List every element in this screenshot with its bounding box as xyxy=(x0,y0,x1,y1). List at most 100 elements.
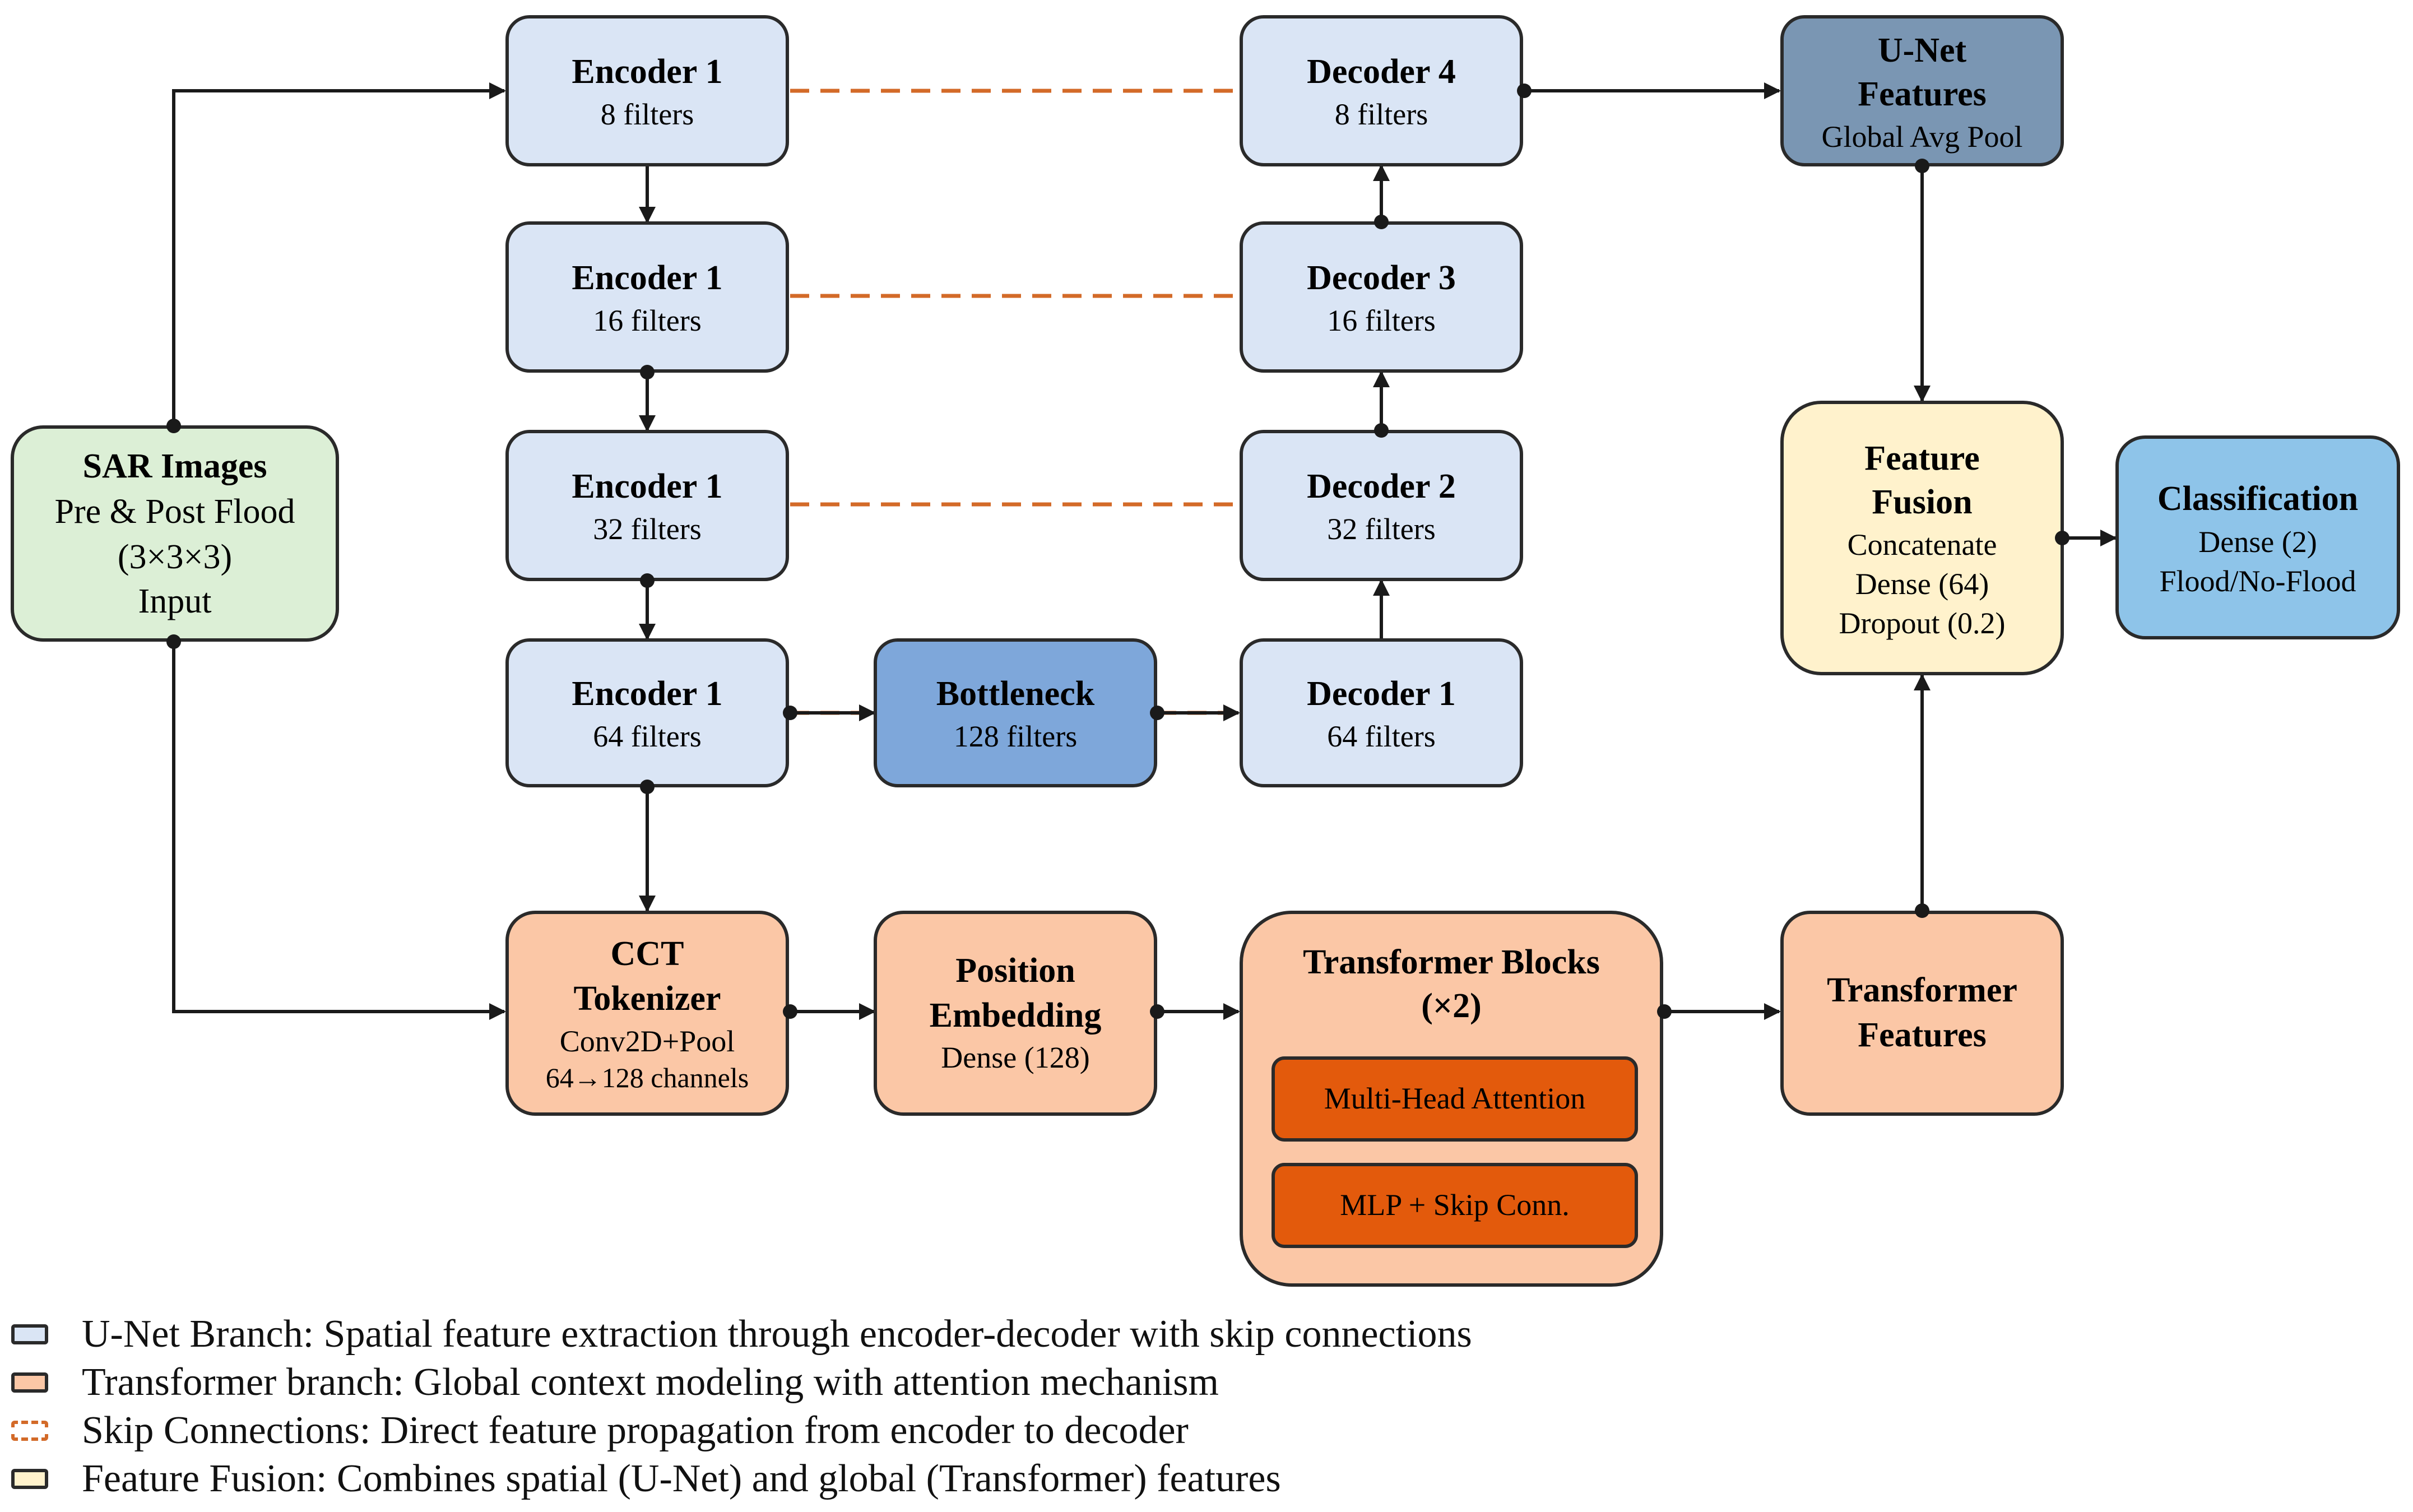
dot-fusion-right xyxy=(2055,531,2069,545)
cct-title-1: CCT xyxy=(611,935,684,973)
connectors xyxy=(172,82,2117,1020)
node-feature-fusion: Feature Fusion Concatenate Dense (64) Dr… xyxy=(1780,401,2064,675)
dot-dec2-top xyxy=(1374,423,1389,438)
bottleneck-sub: 128 filters xyxy=(954,720,1077,753)
classification-line-1: Dense (2) xyxy=(2198,525,2317,559)
fusion-title-2: Fusion xyxy=(1872,483,1972,521)
sar-title: SAR Images xyxy=(83,447,267,485)
node-decoder-1: Decoder 1 64 filters xyxy=(1240,638,1523,787)
cct-line-1: Conv2D+Pool xyxy=(560,1024,735,1058)
mlp-skip-block: MLP + Skip Conn. xyxy=(1272,1163,1638,1248)
encoder-1-sub: 8 filters xyxy=(601,98,694,131)
node-bottleneck: Bottleneck 128 filters xyxy=(874,638,1157,787)
position-sub: Dense (128) xyxy=(941,1041,1089,1074)
transformer-blocks-title-1: Transformer Blocks xyxy=(1303,943,1600,981)
dot-enc4-bottom xyxy=(640,780,655,794)
decoder-2-title: Decoder 2 xyxy=(1307,467,1456,505)
arrow-sar-to-cct xyxy=(172,642,506,1020)
node-transformer-blocks: Transformer Blocks (×2) Multi-Head Atten… xyxy=(1240,911,1663,1287)
unet-features-sub: Global Avg Pool xyxy=(1821,120,2022,154)
node-decoder-2: Decoder 2 32 filters xyxy=(1240,430,1523,581)
node-decoder-4: Decoder 4 8 filters xyxy=(1240,15,1523,166)
unet-features-title-2: Features xyxy=(1858,75,1987,113)
dot-unet-features-bottom xyxy=(1915,159,1929,173)
classification-title: Classification xyxy=(2157,480,2358,518)
node-unet-features: U-Net Features Global Avg Pool xyxy=(1780,15,2064,166)
node-position-embedding: Position Embedding Dense (128) xyxy=(874,911,1157,1116)
node-transformer-features: Transformer Features xyxy=(1780,911,2064,1116)
decoder-3-title: Decoder 3 xyxy=(1307,259,1456,297)
legend-item-transformer: Transformer branch: Global context model… xyxy=(11,1358,1472,1407)
sar-line-3: Input xyxy=(138,582,212,620)
dot-enc3-bottom xyxy=(640,573,655,588)
connector-dots xyxy=(166,84,2069,1019)
legend-text-transformer: Transformer branch: Global context model… xyxy=(82,1361,1219,1404)
node-encoder-3: Encoder 1 32 filters xyxy=(505,430,789,581)
transformer-features-title-1: Transformer xyxy=(1827,971,2017,1009)
fusion-title-1: Feature xyxy=(1864,439,1979,477)
legend-text-unet: U-Net Branch: Spatial feature extraction… xyxy=(82,1312,1472,1356)
decoder-1-sub: 64 filters xyxy=(1327,720,1435,753)
unet-features-title-1: U-Net xyxy=(1878,31,1967,69)
legend-item-fusion: Feature Fusion: Combines spatial (U-Net)… xyxy=(11,1455,1472,1503)
node-decoder-3: Decoder 3 16 filters xyxy=(1240,221,1523,373)
decoder-4-title: Decoder 4 xyxy=(1307,53,1456,91)
legend-text-fusion: Feature Fusion: Combines spatial (U-Net)… xyxy=(82,1457,1281,1500)
encoder-1-title: Encoder 1 xyxy=(572,53,722,91)
transformer-features-title-2: Features xyxy=(1858,1016,1987,1054)
decoder-2-sub: 32 filters xyxy=(1327,512,1435,546)
transformer-swatch-icon xyxy=(11,1372,48,1393)
encoder-4-title: Encoder 1 xyxy=(572,675,722,713)
encoder-2-sub: 16 filters xyxy=(593,304,701,337)
encoder-3-sub: 32 filters xyxy=(593,512,701,546)
fusion-line-2: Dense (64) xyxy=(1855,567,1989,601)
mlp-skip-label: MLP + Skip Conn. xyxy=(1340,1188,1570,1222)
dot-sar-bottom xyxy=(166,634,181,649)
dot-position-right xyxy=(1150,1004,1164,1019)
node-encoder-4: Encoder 1 64 filters xyxy=(505,638,789,787)
dot-transformer-right xyxy=(1657,1004,1672,1019)
sar-line-1: Pre & Post Flood xyxy=(55,493,295,531)
sar-line-2: (3×3×3) xyxy=(118,538,232,576)
multi-head-attention-label: Multi-Head Attention xyxy=(1324,1082,1585,1115)
dot-bottleneck-right xyxy=(1150,706,1164,720)
classification-line-2: Flood/No-Flood xyxy=(2159,564,2356,598)
arrow-sar-to-encoder xyxy=(172,82,506,426)
position-title-1: Position xyxy=(955,952,1075,990)
node-classification: Classification Dense (2) Flood/No-Flood xyxy=(2115,435,2400,639)
dot-enc2-bottom xyxy=(640,365,655,379)
skip-connections xyxy=(790,89,1238,715)
decoder-1-title: Decoder 1 xyxy=(1307,675,1456,713)
unet-swatch-icon xyxy=(11,1324,48,1344)
legend-item-skip: Skip Connections: Direct feature propaga… xyxy=(11,1407,1472,1455)
fusion-swatch-icon xyxy=(11,1469,48,1489)
dot-dec4-right xyxy=(1517,84,1532,98)
legend-text-skip: Skip Connections: Direct feature propaga… xyxy=(82,1409,1189,1452)
encoder-3-title: Encoder 1 xyxy=(572,467,722,505)
cct-title-2: Tokenizer xyxy=(574,980,721,1018)
skip-swatch-icon xyxy=(11,1421,48,1441)
cct-line-2: 64→128 channels xyxy=(546,1062,749,1093)
multi-head-attention-block: Multi-Head Attention xyxy=(1272,1056,1638,1142)
position-title-2: Embedding xyxy=(930,996,1102,1035)
encoder-4-sub: 64 filters xyxy=(593,720,701,753)
dot-enc4-right xyxy=(783,706,797,720)
encoder-2-title: Encoder 1 xyxy=(572,259,722,297)
dot-cct-right xyxy=(783,1004,797,1019)
architecture-diagram: SAR Images Pre & Post Flood (3×3×3) Inpu… xyxy=(11,15,2400,1287)
fusion-line-3: Dropout (0.2) xyxy=(1839,606,2006,640)
dot-dec3-bottom xyxy=(1374,215,1389,229)
node-encoder-2: Encoder 1 16 filters xyxy=(505,221,789,373)
decoder-3-sub: 16 filters xyxy=(1327,304,1435,337)
bottleneck-title: Bottleneck xyxy=(936,675,1095,713)
dot-sar-top xyxy=(166,419,181,433)
node-encoder-1: Encoder 1 8 filters xyxy=(505,15,789,166)
legend-item-unet: U-Net Branch: Spatial feature extraction… xyxy=(11,1310,1472,1358)
decoder-4-sub: 8 filters xyxy=(1335,98,1428,131)
node-sar-images: SAR Images Pre & Post Flood (3×3×3) Inpu… xyxy=(11,425,339,642)
node-cct-tokenizer: CCT Tokenizer Conv2D+Pool 64→128 channel… xyxy=(505,911,789,1116)
transformer-blocks-title-2: (×2) xyxy=(1421,987,1482,1025)
fusion-line-1: Concatenate xyxy=(1848,528,1997,562)
legend: U-Net Branch: Spatial feature extraction… xyxy=(11,1310,1472,1503)
dot-transformer-features-top xyxy=(1915,903,1929,918)
